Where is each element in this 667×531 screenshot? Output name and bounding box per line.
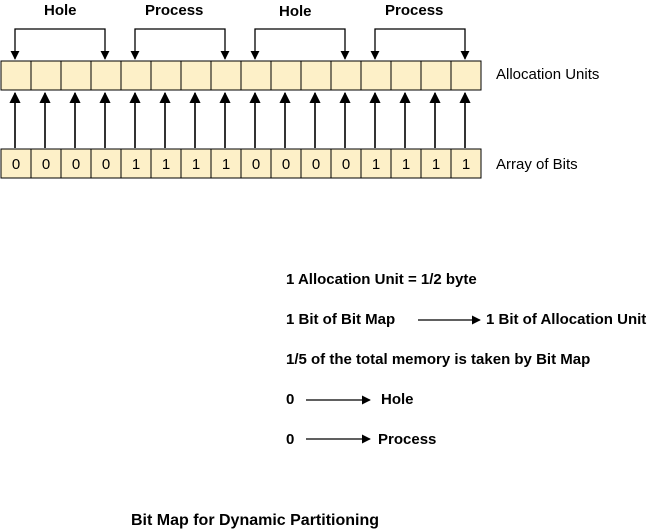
allocation-units-row — [0, 60, 482, 91]
note-unit-size: 1 Allocation Unit = 1/2 byte — [286, 271, 477, 288]
bit-value: 1 — [192, 156, 200, 173]
group-label-hole-1: Hole — [44, 2, 77, 19]
bit-value: 0 — [252, 156, 260, 173]
allocation-unit-cell — [390, 60, 422, 91]
bit-cell — [450, 148, 482, 179]
allocation-unit-cell — [180, 60, 212, 91]
bit-cell — [90, 148, 122, 179]
allocation-unit-cell — [450, 60, 482, 91]
allocation-unit-cell — [330, 60, 362, 91]
bit-cell — [330, 148, 362, 179]
group-label-process-2: Process — [385, 2, 444, 19]
note-fraction: 1/5 of the total memory is taken by Bit … — [286, 351, 591, 368]
note-mapping-left: 1 Bit of Bit Map — [286, 311, 396, 328]
bit-value: 0 — [312, 156, 320, 173]
group-label-process-1: Process — [145, 2, 204, 19]
bit-cell — [210, 148, 242, 179]
note-zero-process-right: Process — [378, 431, 437, 448]
note-zero-hole-right: Hole — [381, 391, 414, 408]
allocation-unit-cell — [150, 60, 182, 91]
allocation-unit-cell — [300, 60, 332, 91]
bit-cell — [0, 148, 32, 179]
allocation-unit-cell — [360, 60, 392, 91]
bit-cell — [300, 148, 332, 179]
allocation-units-label: Allocation Units — [496, 66, 600, 83]
allocation-unit-cell — [210, 60, 242, 91]
allocation-unit-cell — [90, 60, 122, 91]
bit-to-unit-arrows — [9, 91, 471, 148]
array-of-bits-row: 0 0 0 0 1 1 1 1 0 0 0 0 1 1 1 1 — [0, 148, 482, 179]
bit-value: 1 — [402, 156, 410, 173]
note-zero-process-left: 0 — [286, 431, 295, 448]
allocation-unit-cell — [240, 60, 272, 91]
allocation-unit-cell — [120, 60, 152, 91]
allocation-unit-cell — [60, 60, 92, 91]
group-bracket — [250, 28, 350, 60]
bit-value: 0 — [12, 156, 20, 173]
bit-value: 1 — [432, 156, 440, 173]
bit-value: 1 — [132, 156, 140, 173]
group-bracket — [370, 28, 470, 60]
allocation-unit-cell — [30, 60, 62, 91]
array-of-bits-label: Array of Bits — [496, 156, 578, 173]
bit-cell — [180, 148, 212, 179]
legend-arrows — [306, 315, 481, 444]
group-label-hole-2: Hole — [279, 3, 312, 20]
bit-cell — [360, 148, 392, 179]
allocation-unit-cell — [0, 60, 32, 91]
bit-cell — [150, 148, 182, 179]
note-zero-hole-left: 0 — [286, 391, 295, 408]
group-bracket — [130, 28, 230, 60]
bit-cell — [120, 148, 152, 179]
bit-value: 0 — [102, 156, 110, 173]
group-brackets — [10, 28, 470, 60]
bit-cell — [270, 148, 302, 179]
group-bracket — [10, 28, 110, 60]
bit-cell — [30, 148, 62, 179]
note-mapping-right: 1 Bit of Allocation Unit — [486, 311, 647, 328]
bit-value: 1 — [462, 156, 470, 173]
bit-value: 0 — [42, 156, 50, 173]
bit-value: 0 — [72, 156, 80, 173]
bit-value: 0 — [342, 156, 350, 173]
bit-cell — [60, 148, 92, 179]
bit-value: 0 — [282, 156, 290, 173]
bit-value: 1 — [222, 156, 230, 173]
bit-cell — [240, 148, 272, 179]
bit-value: 1 — [162, 156, 170, 173]
bit-cell — [390, 148, 422, 179]
allocation-unit-cell — [420, 60, 452, 91]
allocation-unit-cell — [270, 60, 302, 91]
diagram-title: Bit Map for Dynamic Partitioning — [131, 512, 380, 529]
bit-value: 1 — [372, 156, 380, 173]
